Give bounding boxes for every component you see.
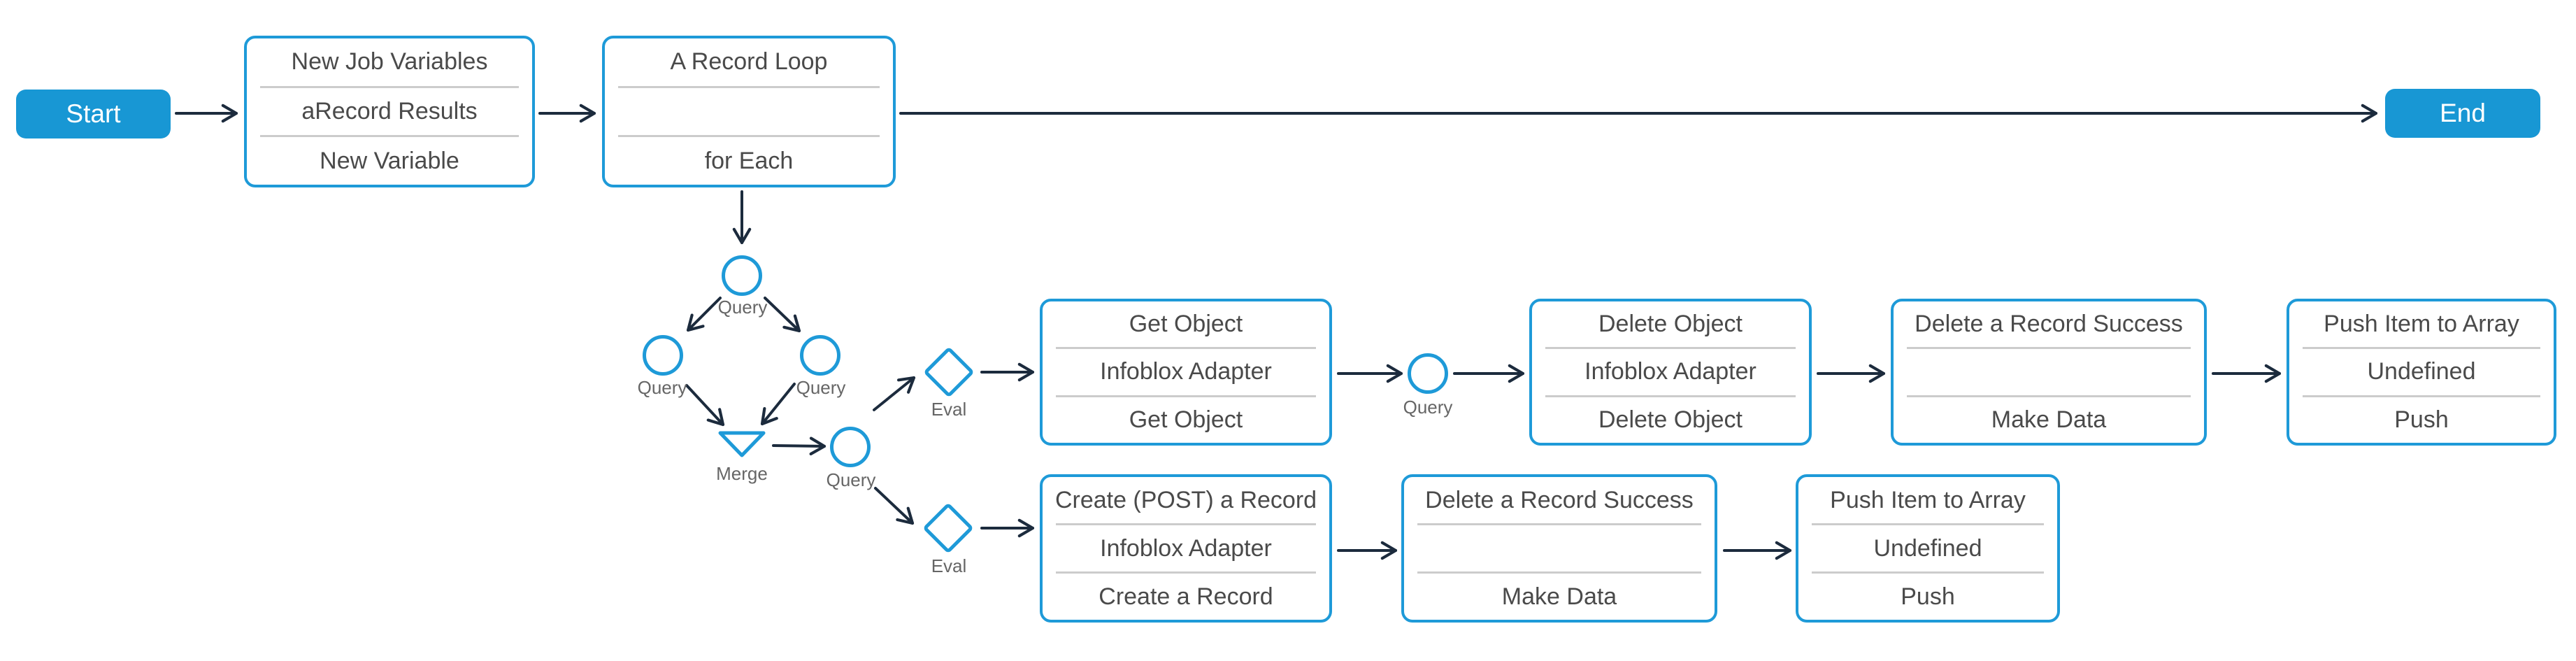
shape-label-query-loop-start: Query [717, 297, 768, 318]
shape-label-query-after-merge: Query [826, 469, 876, 490]
shape-label-query-branch-right: Query [796, 377, 846, 398]
task-title-row: New Job Variables [291, 48, 488, 76]
task-method-row: Make Data [1417, 571, 1701, 620]
task-method-row: Create a Record [1056, 571, 1316, 620]
edge-query-to-eval-top [873, 376, 916, 411]
task-node-push-item-to-array-top[interactable]: Push Item to Array Undefined Push [2287, 299, 2556, 446]
task-method-row: Push [2303, 395, 2540, 443]
edge-query-right-to-merge [760, 383, 796, 426]
end-node[interactable]: End [2385, 89, 2540, 138]
task-app-row: Infoblox Adapter [1056, 523, 1316, 571]
task-method-row: Delete Object [1545, 395, 1796, 443]
task-node-delete-a-record-success-top[interactable]: Delete a Record Success Make Data [1891, 299, 2207, 446]
shape-node-query-loop-start[interactable] [722, 255, 762, 296]
task-app-row: Infoblox Adapter [1056, 347, 1316, 395]
shape-label-query-mid-chain: Query [1403, 397, 1453, 418]
task-method-row: Make Data [1907, 395, 2191, 443]
start-label: Start [66, 99, 121, 128]
task-node-delete-object[interactable]: Delete Object Infoblox Adapter Delete Ob… [1529, 299, 1812, 446]
task-title-row: Delete Object [1598, 311, 1743, 338]
shape-label-eval-top: Eval [931, 399, 967, 420]
task-app-row [1417, 523, 1701, 571]
task-app-row: Undefined [1812, 523, 2044, 571]
task-node-push-item-to-array-bottom[interactable]: Push Item to Array Undefined Push [1796, 474, 2060, 623]
shape-node-query-branch-left[interactable] [643, 335, 683, 376]
task-node-new-job-variables[interactable]: New Job Variables aRecord Results New Va… [244, 36, 535, 187]
task-title-row: Get Object [1129, 311, 1243, 338]
task-title-row: Push Item to Array [2324, 311, 2519, 338]
task-app-row: Undefined [2303, 347, 2540, 395]
task-title-row: Delete a Record Success [1915, 311, 2183, 338]
edge-query-loop-to-query-right [764, 297, 801, 333]
edge-query-to-eval-bottom [874, 487, 915, 525]
shape-label-eval-bottom: Eval [931, 555, 967, 576]
task-title-row: Create (POST) a Record [1056, 486, 1316, 513]
task-app-row: aRecord Results [260, 85, 519, 136]
task-title-row: A Record Loop [670, 48, 828, 76]
task-title-row: Push Item to Array [1830, 486, 2026, 513]
task-method-row: New Variable [260, 135, 519, 185]
task-node-a-record-loop[interactable]: A Record Loop for Each [602, 36, 896, 187]
edge-query-left-to-merge [685, 384, 725, 427]
task-node-get-object[interactable]: Get Object Infoblox Adapter Get Object [1040, 299, 1332, 446]
task-app-row [618, 85, 880, 136]
task-title-row: Delete a Record Success [1425, 486, 1694, 513]
start-node[interactable]: Start [16, 90, 171, 138]
edge-query-loop-to-query-left [686, 297, 722, 332]
shape-label-merge: Merge [716, 463, 768, 484]
shape-node-merge[interactable] [716, 428, 768, 460]
task-method-row: for Each [618, 135, 880, 185]
shape-label-query-branch-left: Query [637, 377, 687, 398]
task-node-create-post-a-record[interactable]: Create (POST) a Record Infoblox Adapter … [1040, 474, 1332, 623]
task-method-row: Push [1812, 571, 2044, 620]
end-label: End [2440, 99, 2486, 127]
shape-node-query-mid-chain[interactable] [1408, 353, 1448, 394]
shape-node-query-after-merge[interactable] [830, 427, 871, 467]
task-app-row: Infoblox Adapter [1545, 347, 1796, 395]
task-app-row [1907, 347, 2191, 395]
task-node-delete-a-record-success-bottom[interactable]: Delete a Record Success Make Data [1401, 474, 1717, 623]
shape-node-query-branch-right[interactable] [800, 335, 840, 376]
task-method-row: Get Object [1056, 395, 1316, 443]
